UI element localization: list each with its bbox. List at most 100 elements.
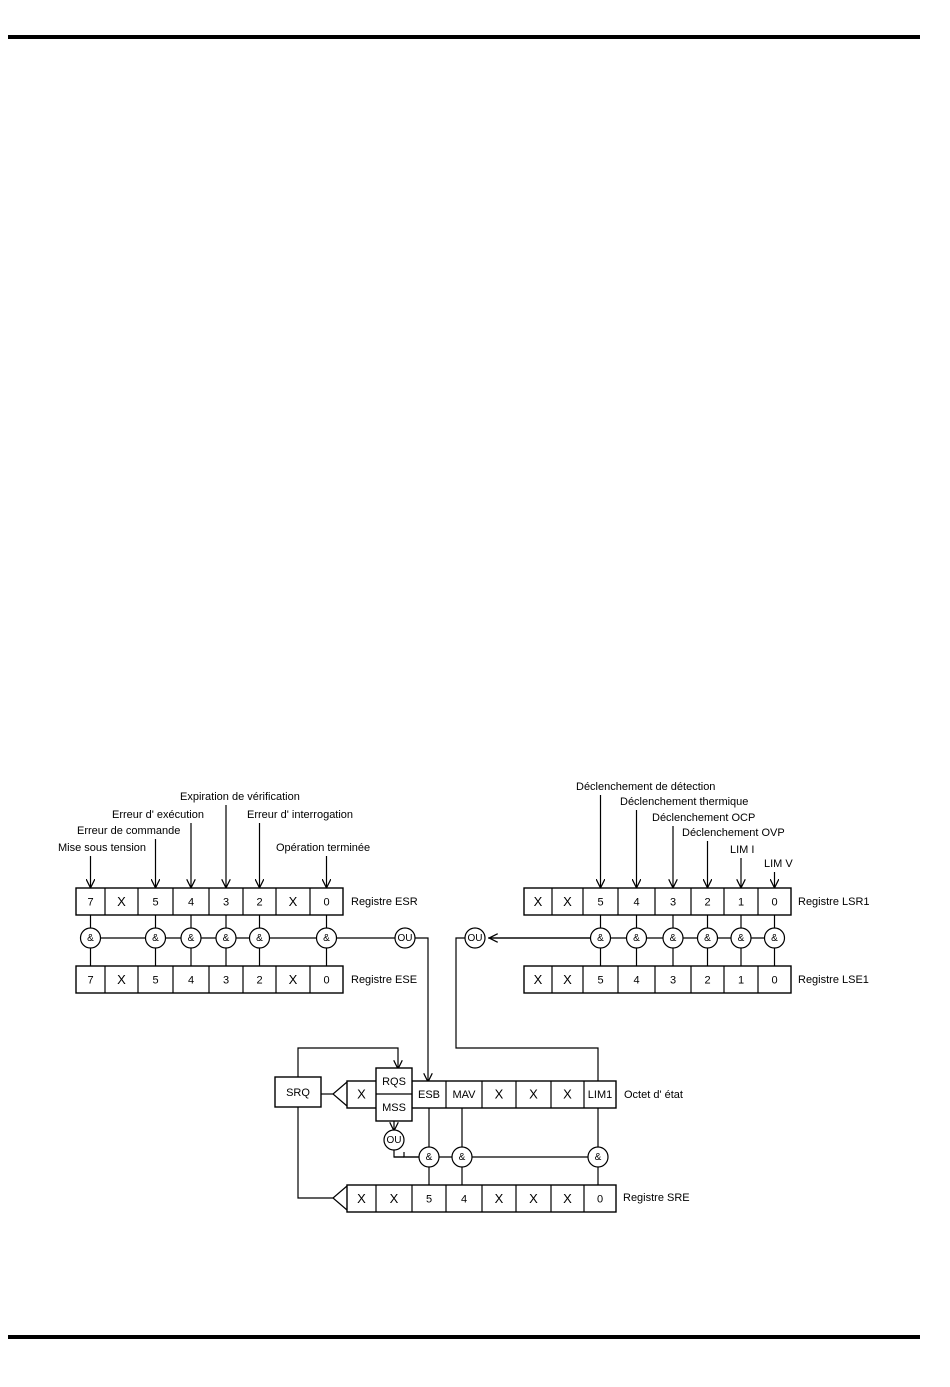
lsr-event-label: LIM V — [764, 858, 793, 870]
and-gate-label: & — [595, 1152, 602, 1163]
and-gate-label: & — [670, 933, 677, 944]
or-gate-esr — [394, 927, 416, 949]
sre-register-cell: X — [563, 1191, 572, 1206]
esr-event-label: Mise sous tension — [58, 842, 146, 854]
srq-label: SRQ — [286, 1087, 310, 1099]
or-gate-mss — [383, 1129, 405, 1151]
and-gate — [696, 927, 719, 949]
esr-register-cell: 0 — [323, 896, 329, 908]
esr-event-label: Erreur de commande — [77, 825, 180, 837]
lse-register-cell: 1 — [738, 974, 744, 986]
sre-register-cell: X — [390, 1191, 399, 1206]
esr-register-cell: 3 — [223, 896, 229, 908]
srq-sre-link — [297, 1107, 333, 1199]
sre-register-cell: X — [357, 1191, 366, 1206]
lse-register-frame — [523, 965, 792, 994]
ese-register-cell: X — [117, 972, 126, 987]
and-gate-label: & — [256, 933, 263, 944]
and-gate — [451, 1146, 473, 1168]
esr-event-label: Expiration de vérification — [180, 791, 300, 803]
lim1-link — [455, 937, 599, 1081]
lsr-register-cell: 2 — [704, 896, 710, 908]
sre-register-cell: 0 — [597, 1193, 603, 1205]
lsr-register-cell: 1 — [738, 896, 744, 908]
esr-register-cell: 7 — [87, 896, 93, 908]
lsr-register-cell: X — [563, 894, 572, 909]
lsr-register-cell: X — [534, 894, 543, 909]
or-gate-mss-label: OU — [387, 1135, 402, 1146]
and-gate — [418, 1146, 440, 1168]
sre-register-cell: 5 — [426, 1193, 432, 1205]
esr-event-label: Erreur d' interrogation — [247, 809, 353, 821]
sre-register-cell: X — [529, 1191, 538, 1206]
and-gate — [730, 927, 752, 949]
status-byte-cell: X — [495, 1086, 504, 1101]
esr-register-cell: 2 — [256, 896, 262, 908]
esr-register-cell: X — [117, 894, 126, 909]
status-byte-cell: X — [357, 1086, 366, 1101]
sre-register-label: Registre SRE — [623, 1192, 690, 1204]
and-gate-label: & — [633, 933, 640, 944]
lsr-event-label: LIM I — [730, 844, 754, 856]
lsr-event-label: Déclenchement OCP — [652, 812, 755, 824]
status-byte-cell: X — [563, 1086, 572, 1101]
esr-register-cell: X — [289, 894, 298, 909]
lsr-register-cell: 4 — [633, 896, 639, 908]
lse-register-label: Registre LSE1 — [798, 974, 869, 986]
srq-rqs-link — [297, 1047, 398, 1077]
and-gate — [587, 1146, 609, 1168]
esr-register-cell: 5 — [152, 896, 158, 908]
lsr-event-label: Déclenchement de détection — [576, 781, 715, 793]
sre-chevron — [332, 1185, 348, 1211]
or-gate-lsr-label: OU — [468, 933, 483, 944]
and-gate — [79, 927, 102, 949]
and-gate-label: & — [704, 933, 711, 944]
lsr-event-label: Déclenchement thermique — [620, 796, 748, 808]
ese-register-cell: 2 — [256, 974, 262, 986]
lse-register-cell: 2 — [704, 974, 710, 986]
and-gate-label: & — [738, 933, 745, 944]
sre-register-cell: X — [495, 1191, 504, 1206]
and-gate-label: & — [323, 933, 330, 944]
lsr-event-label: Déclenchement OVP — [682, 827, 785, 839]
and-gate — [662, 927, 684, 949]
lse-register-cell: 5 — [597, 974, 603, 986]
lse-register-cell: 4 — [633, 974, 639, 986]
and-gate — [144, 927, 167, 949]
srq-box — [274, 1076, 322, 1108]
status-byte-cell: MAV — [452, 1089, 476, 1101]
ese-register-cell: 4 — [188, 974, 194, 986]
lsr-register-cell: 3 — [670, 896, 676, 908]
and-gate-label: & — [426, 1152, 433, 1163]
and-gate-label: & — [459, 1152, 466, 1163]
and-gate — [763, 927, 786, 949]
status-byte-cell: LIM1 — [588, 1089, 612, 1101]
and-gate — [589, 927, 612, 949]
srq-chevron — [332, 1081, 348, 1107]
and-gate-label: & — [223, 933, 230, 944]
rqs-label: RQS — [382, 1076, 406, 1088]
lsr-register-cell: 0 — [771, 896, 777, 908]
and-gate-label: & — [152, 933, 159, 944]
or-gate-lsr — [464, 927, 486, 949]
and-gate-label: & — [771, 933, 778, 944]
esr-event-label: Opération terminée — [276, 842, 370, 854]
status-byte-cell: ESB — [418, 1089, 440, 1101]
status-byte-label: Octet d' état — [624, 1089, 683, 1101]
and-gate — [248, 927, 271, 949]
mss-label: MSS — [382, 1102, 406, 1114]
and-gate-label: & — [188, 933, 195, 944]
lsr-register-cell: 5 — [597, 896, 603, 908]
and-gate — [180, 927, 202, 949]
esr-register-label: Registre ESR — [351, 896, 418, 908]
and-gate — [215, 927, 237, 949]
esr-event-label: Erreur d' exécution — [112, 809, 204, 821]
lsr-register-frame — [523, 887, 792, 916]
lse-register-cell: 3 — [670, 974, 676, 986]
esr-register-cell: 4 — [188, 896, 194, 908]
lsr-register-label: Registre LSR1 — [798, 896, 870, 908]
and-gate — [315, 927, 338, 949]
ese-register-cell: 3 — [223, 974, 229, 986]
ese-register-cell: X — [289, 972, 298, 987]
